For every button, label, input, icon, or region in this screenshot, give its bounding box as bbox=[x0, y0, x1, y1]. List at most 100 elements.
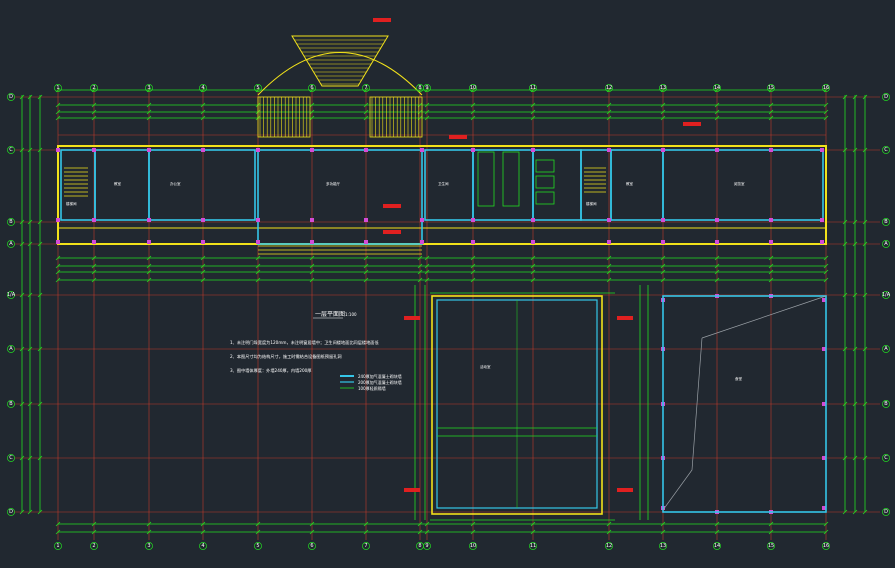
axis-bubble: C bbox=[7, 454, 15, 462]
note-2: 2、本图尺寸均为结构尺寸，施工时需结合设备图纸预留孔洞 bbox=[230, 353, 342, 360]
svg-text:1/A: 1/A bbox=[7, 292, 16, 298]
room-label: 卫生间 bbox=[438, 181, 449, 186]
room-label: 教室 bbox=[626, 181, 634, 186]
svg-text:4: 4 bbox=[201, 85, 204, 91]
svg-text:B: B bbox=[9, 219, 13, 225]
dimension-lines bbox=[21, 89, 866, 533]
svg-text:1/A: 1/A bbox=[882, 292, 891, 298]
axis-bubble: 12 bbox=[605, 84, 613, 92]
svg-text:D: D bbox=[884, 94, 888, 100]
axis-bubble: 1/A bbox=[7, 291, 16, 299]
axis-bubble: 11 bbox=[529, 542, 537, 550]
axis-bubble: 5 bbox=[254, 542, 262, 550]
svg-text:5: 5 bbox=[256, 85, 259, 91]
axis-bubble: 12 bbox=[605, 542, 613, 550]
room-labels: 楼梯间 教室 办公室 多功能厅 卫生间 楼梯间 教室 阅览室 活动室 食堂 bbox=[66, 181, 745, 381]
svg-text:A: A bbox=[9, 241, 13, 247]
axis-bubble: 14 bbox=[713, 542, 721, 550]
svg-text:3: 3 bbox=[147, 543, 150, 549]
axis-bubble: 11 bbox=[529, 84, 537, 92]
svg-text:15: 15 bbox=[768, 543, 774, 549]
axis-bubble: 16 bbox=[822, 84, 830, 92]
svg-text:11: 11 bbox=[530, 85, 536, 91]
axis-bubble: 1/A bbox=[882, 291, 891, 299]
axis-bubble: C bbox=[882, 454, 890, 462]
svg-text:1: 1 bbox=[56, 543, 59, 549]
axis-bubble: D bbox=[7, 93, 15, 101]
room-label: 多功能厅 bbox=[326, 181, 340, 186]
svg-text:9: 9 bbox=[425, 543, 428, 549]
room-label: 教室 bbox=[114, 181, 121, 186]
axis-bubble: 6 bbox=[308, 542, 316, 550]
axis-bubble: A bbox=[882, 240, 890, 248]
axis-bubble: 5 bbox=[254, 84, 262, 92]
axis-bubble: 3 bbox=[145, 542, 153, 550]
legend-1: 240厚加气混凝土砌块墙 bbox=[358, 373, 402, 379]
svg-text:D: D bbox=[884, 509, 888, 515]
axis-bubble: 7 bbox=[362, 542, 370, 550]
svg-text:B: B bbox=[884, 401, 888, 407]
svg-text:D: D bbox=[9, 94, 13, 100]
room-label: 楼梯间 bbox=[66, 201, 77, 206]
axis-bubble: B bbox=[882, 400, 890, 408]
axis-bubble: C bbox=[882, 146, 890, 154]
svg-text:A: A bbox=[9, 346, 13, 352]
axis-bubble: 16 bbox=[822, 542, 830, 550]
room-label: 活动室 bbox=[480, 364, 491, 369]
axis-bubble: 13 bbox=[659, 542, 667, 550]
axis-bubble: 7 bbox=[362, 84, 370, 92]
svg-text:16: 16 bbox=[823, 85, 829, 91]
svg-text:A: A bbox=[884, 346, 888, 352]
svg-text:2: 2 bbox=[92, 85, 95, 91]
axis-bubble: 9 bbox=[423, 84, 431, 92]
axis-bubble: D bbox=[7, 508, 15, 516]
axis-bubble: 1 bbox=[54, 84, 62, 92]
axis-bubble: 13 bbox=[659, 84, 667, 92]
svg-text:10: 10 bbox=[470, 85, 476, 91]
svg-text:9: 9 bbox=[425, 85, 428, 91]
note-1: 1、未注明门垛宽度为120mm，未注明窗居墙中；卫生间楼地面比同层楼地面低 bbox=[230, 339, 379, 346]
room-label: 阅览室 bbox=[734, 181, 745, 186]
svg-text:C: C bbox=[9, 455, 13, 461]
axis-bubble: D bbox=[882, 508, 890, 516]
plan-title: 一层平面图 bbox=[315, 311, 345, 318]
legend-3: 100厚轻质隔墙 bbox=[358, 385, 386, 391]
svg-text:8: 8 bbox=[418, 543, 421, 549]
axis-bubble: C bbox=[7, 146, 15, 154]
svg-text:15: 15 bbox=[768, 85, 774, 91]
note-3: 3、图中墙体厚度：外墙240厚，内墙200厚 bbox=[230, 367, 311, 374]
svg-text:4: 4 bbox=[201, 543, 204, 549]
svg-text:12: 12 bbox=[606, 543, 612, 549]
axis-bubble: A bbox=[7, 345, 15, 353]
room-label: 楼梯间 bbox=[586, 201, 597, 206]
axis-bubble: 2 bbox=[90, 84, 98, 92]
svg-text:D: D bbox=[9, 509, 13, 515]
svg-text:A: A bbox=[884, 241, 888, 247]
axis-bubble: 15 bbox=[767, 84, 775, 92]
axis-bubble: A bbox=[882, 345, 890, 353]
axis-bubble: B bbox=[7, 400, 15, 408]
axis-bubble: B bbox=[7, 218, 15, 226]
svg-text:12: 12 bbox=[606, 85, 612, 91]
svg-text:7: 7 bbox=[364, 85, 367, 91]
svg-text:C: C bbox=[9, 147, 13, 153]
svg-text:13: 13 bbox=[660, 543, 666, 549]
svg-text:11: 11 bbox=[530, 543, 536, 549]
svg-text:C: C bbox=[884, 455, 888, 461]
axis-bubble: 2 bbox=[90, 542, 98, 550]
red-markers bbox=[373, 18, 701, 492]
lower-middle-building bbox=[431, 295, 603, 515]
room-label: 食堂 bbox=[735, 376, 743, 381]
axis-bubble: 6 bbox=[308, 84, 316, 92]
axis-bubble: 10 bbox=[469, 84, 477, 92]
lower-right-building bbox=[662, 295, 827, 513]
svg-text:6: 6 bbox=[310, 543, 313, 549]
plan-scale: 1:100 bbox=[345, 312, 357, 317]
svg-text:7: 7 bbox=[364, 543, 367, 549]
axis-bubble: 14 bbox=[713, 84, 721, 92]
legend-2: 200厚加气混凝土砌块墙 bbox=[358, 379, 402, 385]
axis-bubble: 15 bbox=[767, 542, 775, 550]
svg-text:B: B bbox=[9, 401, 13, 407]
svg-text:2: 2 bbox=[92, 543, 95, 549]
